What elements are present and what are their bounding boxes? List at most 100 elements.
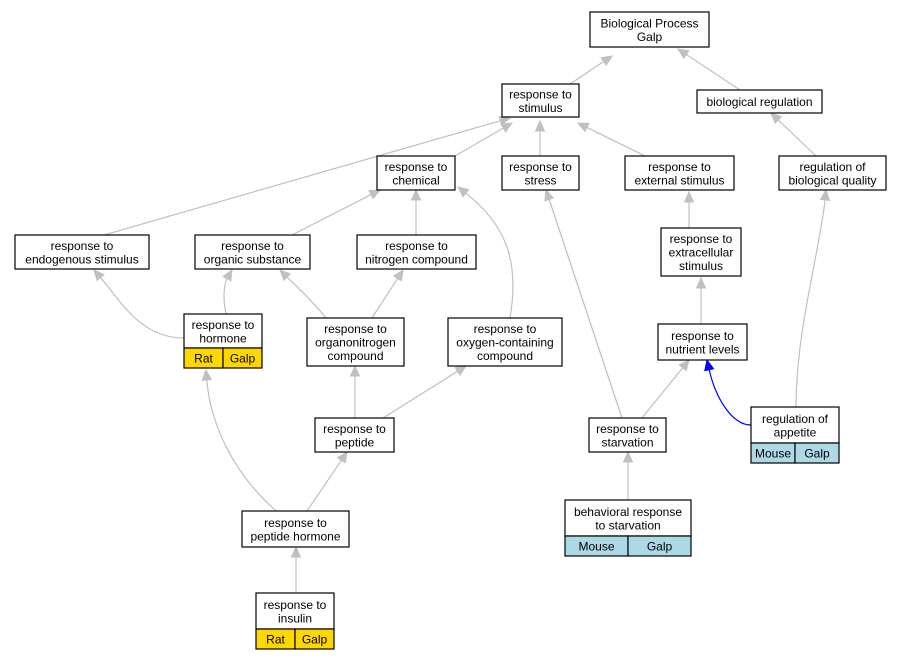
edge-rph-to-rpep — [306, 450, 348, 512]
node-label-line: regulation of — [799, 160, 866, 174]
node-label-line: response to — [385, 160, 448, 174]
edge-rextra-to-rext — [683, 190, 695, 228]
node-label-line: response to — [385, 239, 448, 253]
arrowhead — [695, 276, 707, 289]
node-box — [306, 317, 405, 367]
edge-breg-to-bp — [676, 48, 741, 91]
node-label-line: stress — [524, 173, 556, 187]
edge-rext-to-rts — [576, 122, 646, 157]
node-box — [696, 89, 823, 114]
edge-line — [223, 278, 228, 315]
node-label-line: biological quality — [788, 173, 876, 187]
node-label-line: appetite — [774, 425, 817, 439]
edge-line — [777, 119, 817, 157]
edge-rhorm-to-ros — [222, 268, 233, 315]
arrowhead — [819, 188, 831, 201]
arrowhead — [534, 119, 546, 132]
arrowhead — [770, 112, 783, 125]
edge-rbq-to-breg — [770, 112, 817, 157]
node-label-line: hormone — [199, 331, 247, 345]
node-box — [183, 313, 263, 349]
node-label-line: response to — [474, 322, 537, 336]
gene-cell — [627, 535, 692, 557]
arrowhead — [392, 268, 404, 282]
node-label-line: biological regulation — [706, 95, 812, 109]
node-box — [376, 155, 456, 191]
edge-ros-to-rch — [291, 189, 382, 236]
node-label-line: external stimulus — [634, 173, 724, 187]
gene-cell — [794, 442, 840, 464]
arrowhead — [544, 188, 555, 202]
node-box — [314, 417, 395, 453]
edge-rhorm-to-rend — [93, 269, 185, 339]
node-breg[interactable]: biological regulation — [696, 89, 823, 114]
edge-rapp-to-rbq — [795, 188, 831, 408]
gene-label: Galp — [230, 352, 256, 366]
node-box — [501, 83, 580, 118]
node-box — [241, 510, 350, 548]
edge-rapp-to-rnl — [704, 358, 752, 426]
edge-line — [100, 277, 185, 339]
node-label-line: peptide — [335, 435, 375, 449]
node-label-line: response to — [221, 239, 284, 253]
node-box — [660, 227, 742, 277]
node-label-line: nitrogen compound — [365, 252, 468, 266]
gene-cell — [294, 628, 335, 650]
node-label-line: behavioral response — [574, 505, 682, 519]
node-label-line: organic substance — [204, 252, 302, 266]
node-box — [778, 155, 887, 191]
node-box — [14, 234, 150, 270]
node-box — [588, 417, 667, 453]
edge-line — [708, 369, 752, 426]
edge-line — [548, 199, 623, 419]
node-label-line: to starvation — [595, 518, 660, 532]
arrowhead — [457, 186, 470, 198]
node-label-line: response to — [324, 322, 387, 336]
node-box — [194, 234, 311, 270]
arrowhead — [622, 450, 634, 463]
arrowhead — [600, 55, 614, 67]
edge-line — [382, 370, 458, 419]
node-label-line: organonitrogen — [315, 336, 396, 350]
edge-rpep-to-roc — [382, 365, 468, 419]
node-label-line: nutrient levels — [665, 342, 739, 356]
node-label-line: stimulus — [518, 101, 562, 115]
node-label-line: stimulus — [679, 259, 723, 273]
node-label-line: response to — [192, 318, 255, 332]
edge-ron-to-ros — [279, 269, 327, 319]
node-label-line: response to — [323, 422, 386, 436]
arrowhead — [290, 545, 302, 558]
arrowhead — [500, 122, 514, 133]
arrowhead — [576, 122, 590, 133]
arrowhead — [368, 189, 382, 200]
edge-line — [454, 127, 504, 157]
gene-label: Galp — [302, 633, 328, 647]
arrowhead — [349, 364, 361, 377]
edge-line — [569, 61, 605, 85]
edge-line — [306, 459, 342, 512]
edge-rnl-to-rextra — [695, 276, 707, 324]
